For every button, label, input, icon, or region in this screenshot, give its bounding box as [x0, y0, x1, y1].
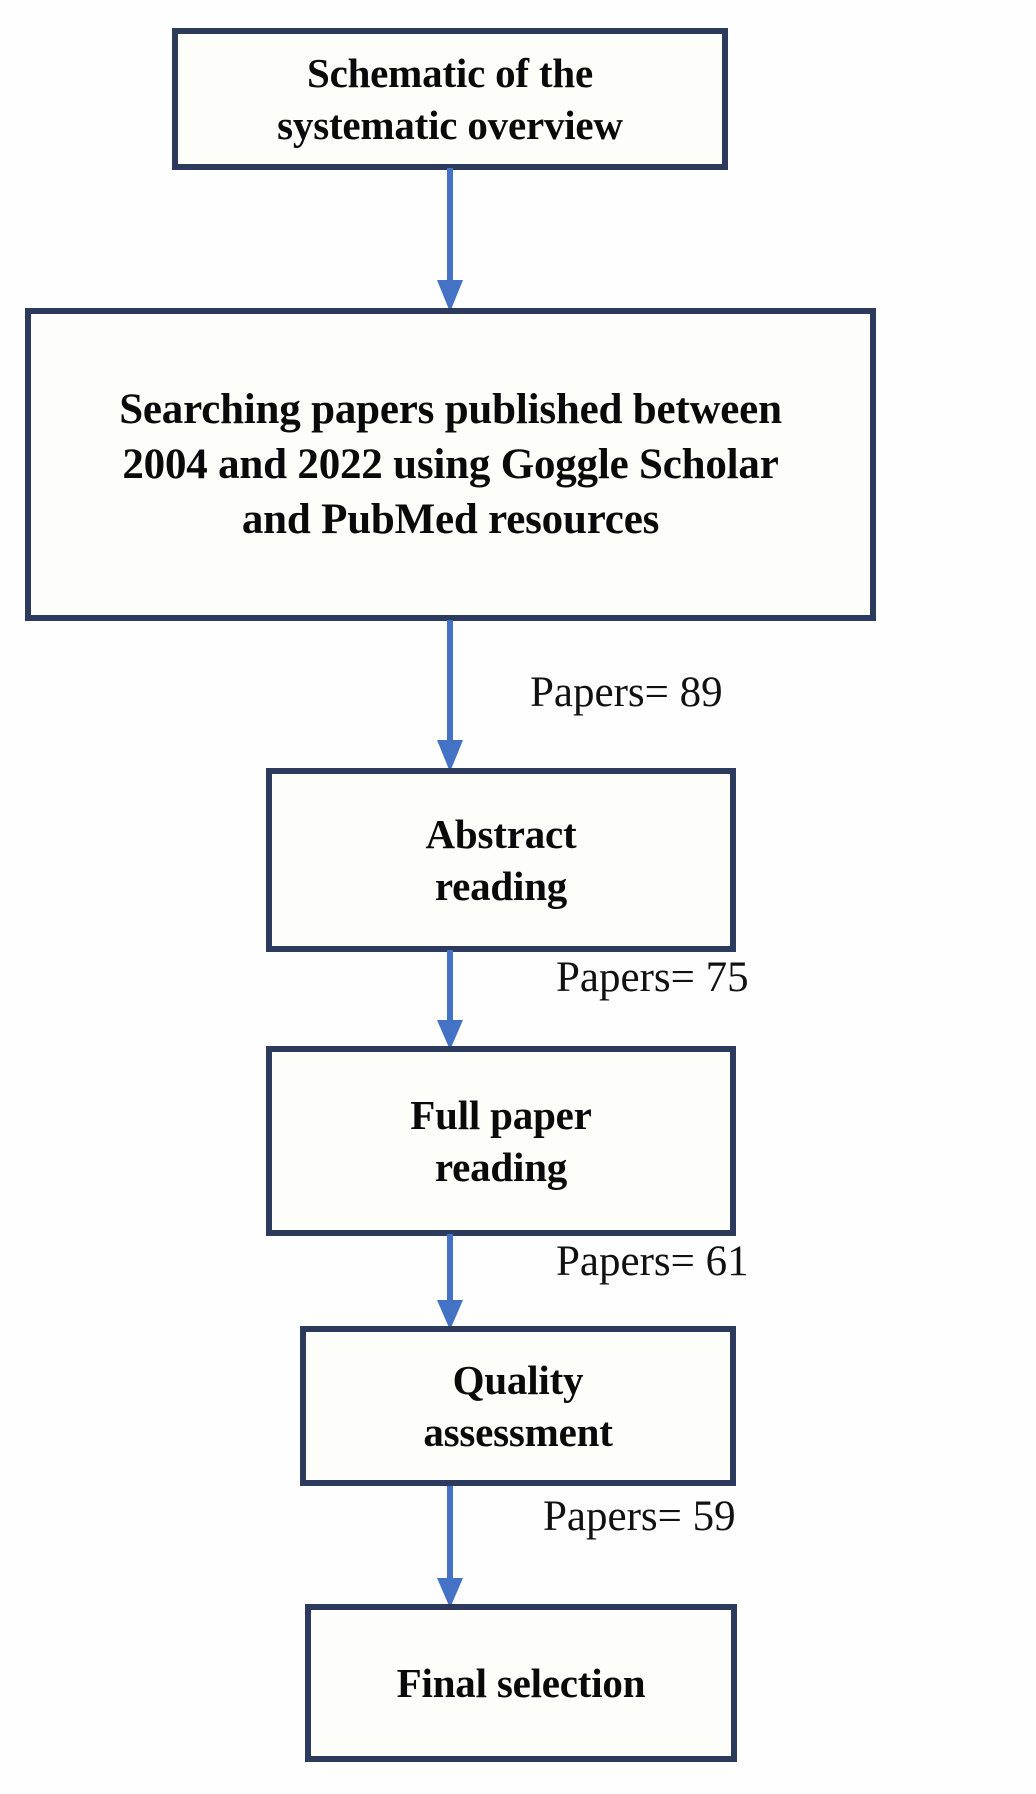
full-paper-reading-box: Full paper reading	[266, 1046, 736, 1236]
quality-assessment-text: Quality assessment	[409, 1354, 626, 1459]
full-paper-reading-text: Full paper reading	[396, 1089, 605, 1194]
edge-label-papers-89: Papers= 89	[530, 669, 723, 716]
schematic-title-line-2: systematic overview	[277, 102, 623, 148]
arrow-quality-to-final	[433, 1486, 467, 1608]
search-strategy-line-2: 2004 and 2022 using Goggle Scholar	[122, 440, 779, 488]
final-selection-line-1: Final selection	[396, 1659, 646, 1706]
search-strategy-line-1: Searching papers published between	[119, 385, 782, 433]
abstract-reading-text: Abstract reading	[412, 808, 591, 913]
full-paper-reading-line-2: reading	[434, 1144, 568, 1190]
final-selection-text: Final selection	[383, 1657, 660, 1709]
full-paper-reading-line-1: Full paper	[410, 1091, 592, 1138]
arrow-title-to-search	[433, 168, 467, 312]
final-selection-box: Final selection	[305, 1604, 737, 1762]
quality-assessment-line-1: Quality	[452, 1356, 584, 1403]
abstract-reading-line-2: reading	[434, 863, 568, 909]
edge-label-papers-59: Papers= 59	[543, 1493, 736, 1540]
edge-label-papers-61: Papers= 61	[556, 1238, 749, 1285]
abstract-reading-line-1: Abstract	[425, 810, 577, 857]
search-strategy-text: Searching papers published between 2004 …	[105, 382, 796, 547]
search-strategy-box: Searching papers published between 2004 …	[25, 308, 876, 621]
abstract-reading-box: Abstract reading	[266, 768, 736, 952]
search-strategy-line-3: and PubMed resources	[241, 496, 660, 544]
arrow-abstract-to-fullpaper	[433, 950, 467, 1050]
edge-label-papers-75: Papers= 75	[556, 954, 749, 1001]
arrow-fullpaper-to-quality	[433, 1234, 467, 1330]
arrow-search-to-abstract	[433, 620, 467, 772]
quality-assessment-line-2: assessment	[423, 1409, 613, 1455]
schematic-title-line-1: Schematic of the	[306, 49, 593, 96]
schematic-title-text: Schematic of the systematic overview	[263, 47, 637, 152]
schematic-title-box: Schematic of the systematic overview	[172, 28, 728, 170]
quality-assessment-box: Quality assessment	[300, 1326, 736, 1486]
